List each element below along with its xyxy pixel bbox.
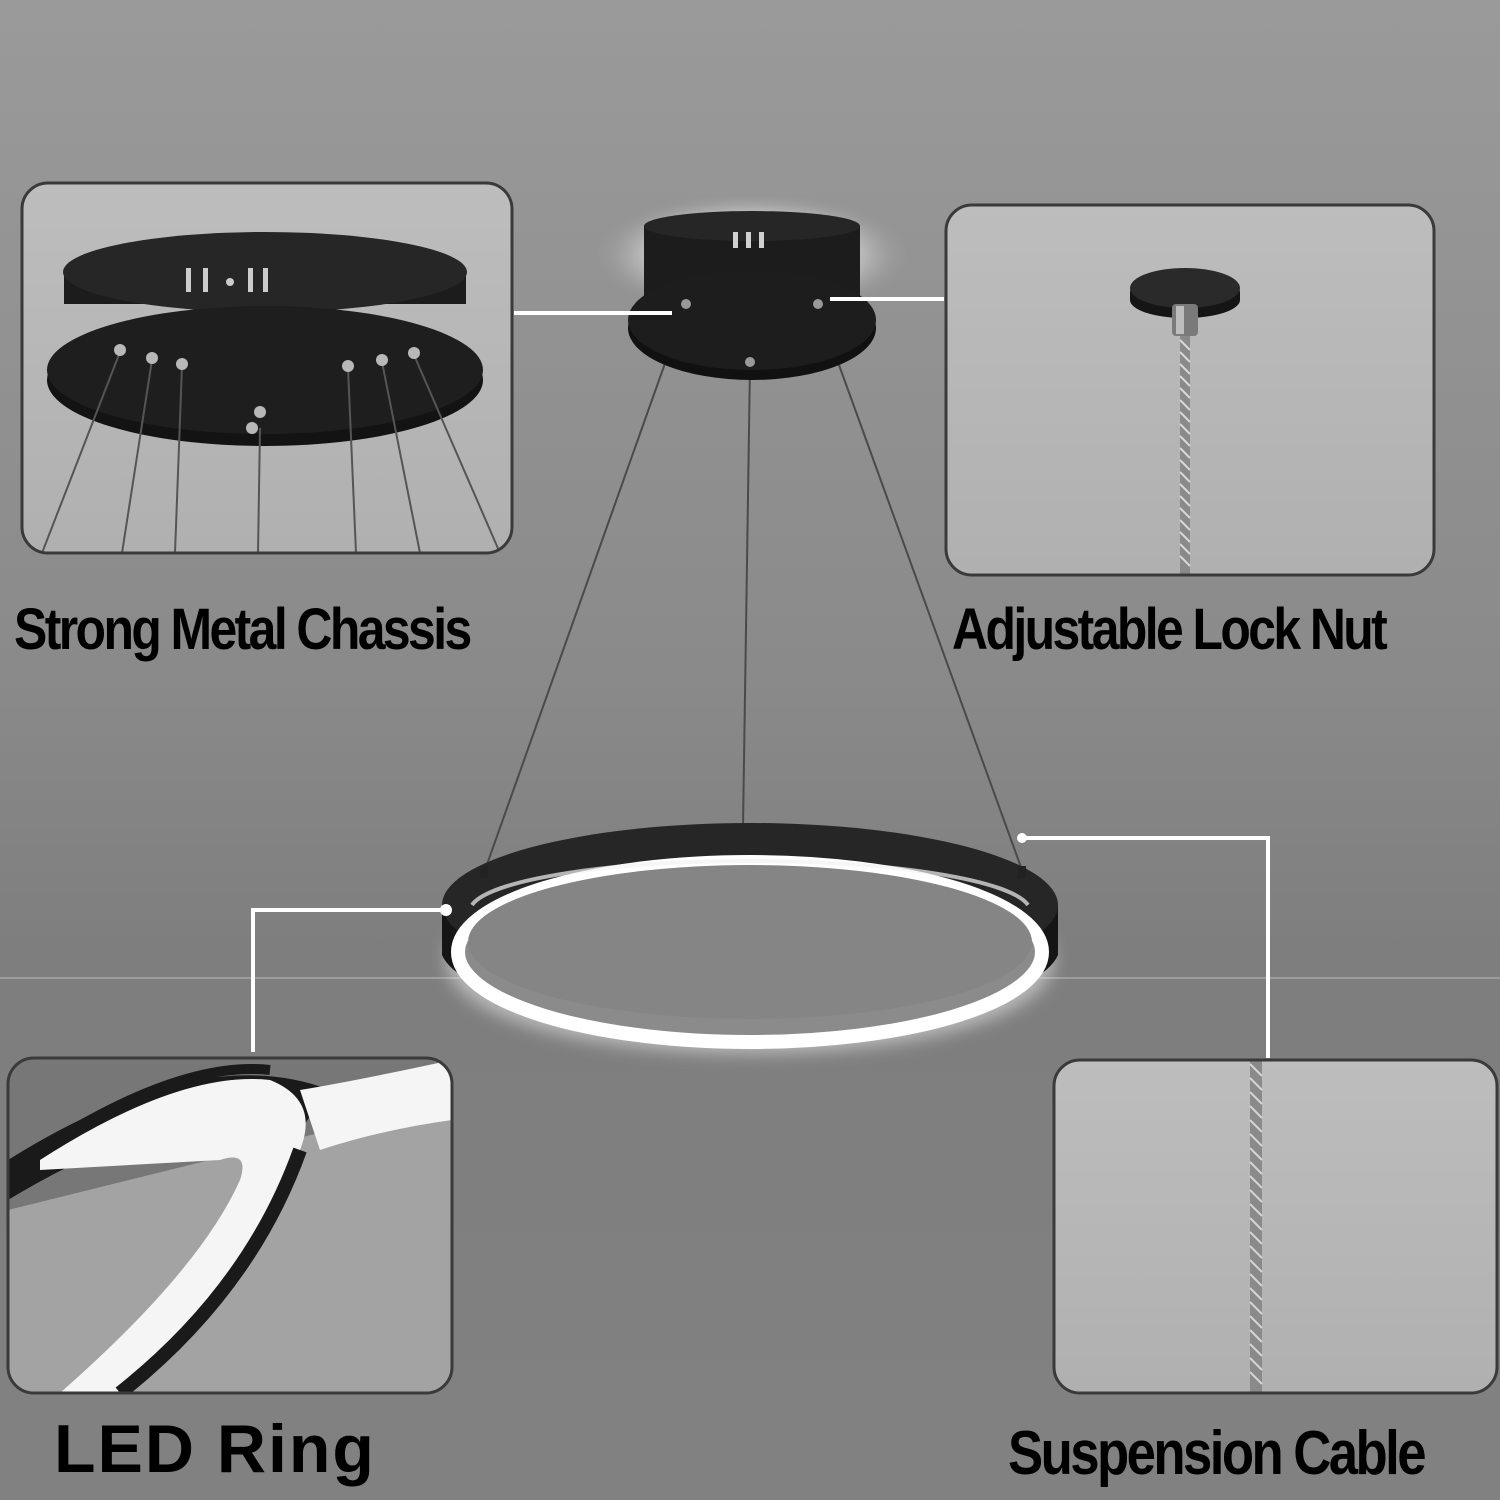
inset-lock-nut-closeup bbox=[944, 203, 1436, 577]
callout-lines bbox=[251, 297, 1270, 1058]
inset-led-ring-closeup bbox=[6, 1056, 454, 1395]
suspension-wire-left bbox=[484, 306, 686, 871]
chassis-label: Strong Metal Chassis bbox=[14, 597, 472, 662]
inset-chassis-closeup bbox=[20, 181, 514, 555]
inset-suspension-cable-closeup bbox=[1052, 1058, 1499, 1395]
callout-dot-led-ring bbox=[440, 904, 452, 916]
callout-dot-cable bbox=[1017, 833, 1027, 843]
led-ring-label: LED Ring bbox=[54, 1411, 376, 1487]
ceiling-canopy bbox=[628, 211, 876, 380]
lock-nut-label: Adjustable Lock Nut bbox=[952, 597, 1388, 662]
led-ring-fixture bbox=[442, 823, 1058, 1052]
suspension-wire-right bbox=[817, 306, 1023, 871]
suspension-cable-label: Suspension Cable bbox=[1008, 1419, 1427, 1488]
